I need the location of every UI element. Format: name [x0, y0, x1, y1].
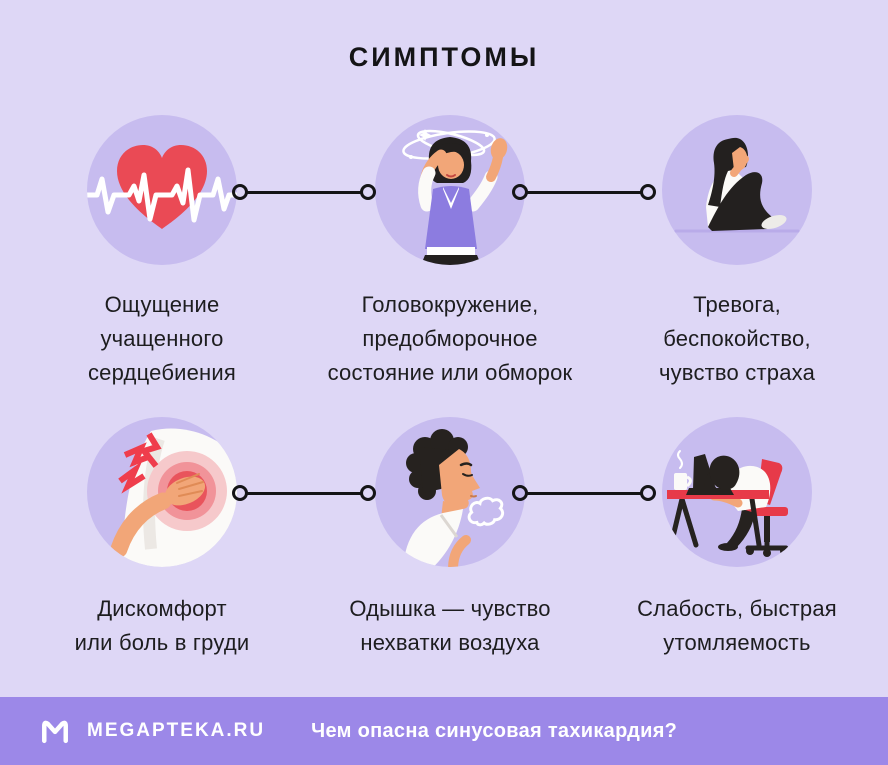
connector-ring	[640, 485, 656, 501]
infographic-title: СИМПТОМЫ	[348, 42, 540, 72]
connector-line	[526, 190, 642, 194]
footer-question: Чем опасна синусовая тахикардия?	[311, 719, 678, 742]
connector-ring	[360, 184, 376, 200]
symptom-caption-anxiety: Тревога, беспокойство, чувство страха	[658, 292, 816, 385]
connector	[512, 184, 656, 200]
symptom-circle-anxiety	[662, 115, 812, 265]
anxious-person-illustration	[674, 137, 800, 233]
symptom-circle-dyspnea	[375, 417, 525, 567]
connector	[232, 184, 376, 200]
symptom-circle-fatigue	[662, 417, 812, 567]
symptom-caption-fatigue: Слабость, быстрая утомляемость	[637, 596, 837, 655]
tired-at-desk-illustration	[667, 450, 789, 557]
symptom-circle-chest-pain	[87, 417, 237, 567]
symptom-caption-palpitations: Ощущение учащенного сердцебиения	[87, 292, 237, 385]
symptom-caption-dyspnea: Одышка — чувство нехватки воздуха	[349, 596, 551, 655]
connector-line	[246, 190, 362, 194]
footer-bar: MEGAPTEKA.RU Чем опасна синусовая тахика…	[0, 697, 888, 765]
connector-line	[526, 491, 642, 495]
connector-ring	[360, 485, 376, 501]
symptom-circle-dizziness	[375, 115, 525, 265]
connector-line	[246, 491, 362, 495]
breathing-man-illustration	[403, 429, 505, 567]
dizzy-woman-illustration	[402, 129, 508, 265]
connector-ring	[640, 184, 656, 200]
heart-ecg-illustration	[87, 145, 237, 229]
brand-name: MEGAPTEKA.RU	[87, 720, 266, 741]
connector	[232, 485, 376, 501]
symptom-caption-chest-pain: Дискомфорт или боль в груди	[74, 596, 250, 655]
symptom-circle-palpitations	[87, 115, 237, 265]
chest-pain-illustration	[110, 428, 237, 567]
connector	[512, 485, 656, 501]
symptom-caption-dizziness: Головокружение, предобморочное состояние…	[327, 292, 573, 385]
megapteka-logo-icon	[42, 720, 68, 744]
